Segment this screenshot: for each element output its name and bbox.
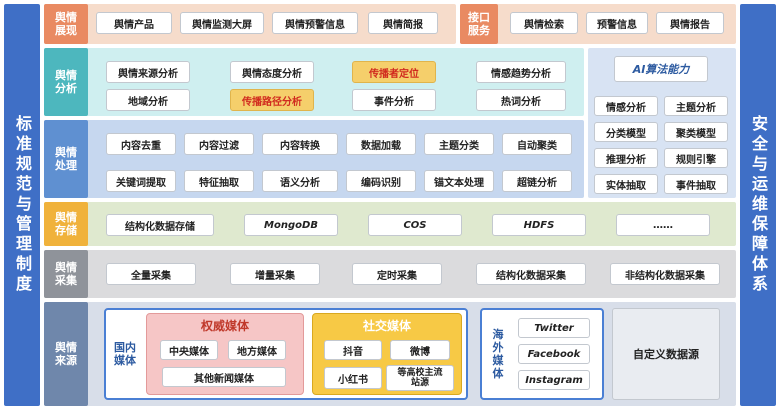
ai-inference: 推理分析 [594,148,658,168]
ai-panel-title: AI算法能力 [614,56,708,82]
ai-cluster-model: 聚类模型 [664,122,728,142]
analysis-hotword: 热词分析 [476,89,566,111]
ai-topic: 主题分析 [664,96,728,116]
analysis-source: 舆情来源分析 [106,61,190,83]
storage-hdfs: HDFS [492,214,586,236]
processing-auto-cluster: 自动聚类 [502,133,572,155]
processing-encoding: 编码识别 [346,170,416,192]
storage-cos: COS [368,214,462,236]
interface-item-report: 舆情报告 [656,12,724,34]
ai-sentiment: 情感分析 [594,96,658,116]
social-media-title: 社交媒体 [362,319,411,333]
ai-rule-engine: 规则引擎 [664,148,728,168]
storage-more: …… [616,214,710,236]
authority-local: 地方媒体 [228,340,286,360]
social-university-sites: 等高校主流 站源 [386,365,454,391]
processing-keyword: 关键词提取 [106,170,176,192]
processing-dedup: 内容去重 [106,133,176,155]
analysis-spread-path: 传播路径分析 [230,89,314,111]
processing-feature: 特征抽取 [184,170,254,192]
processing-hyperlink: 超链分析 [502,170,572,192]
overseas-twitter: Twitter [518,318,590,338]
authority-media-title: 权威媒体 [200,319,249,333]
social-douyin: 抖音 [324,340,382,360]
collection-full: 全量采集 [106,263,196,285]
standards-management-column: 标准规范与管理制度 [4,4,40,406]
display-item-product: 舆情产品 [96,12,172,34]
analysis-region: 地域分析 [106,89,190,111]
ai-classify-model: 分类模型 [594,122,658,142]
domestic-media-label: 国内 媒体 [114,341,136,367]
analysis-label: 舆情 分析 [44,48,88,116]
analysis-sentiment-trend: 情感趋势分析 [476,61,566,83]
collection-incremental: 增量采集 [230,263,320,285]
overseas-facebook: Facebook [518,344,590,364]
authority-other-news: 其他新闻媒体 [162,367,286,387]
ai-entity-extract: 实体抽取 [594,174,658,194]
authority-central: 中央媒体 [160,340,218,360]
display-item-briefing: 舆情简报 [368,12,438,34]
ai-event-extract: 事件抽取 [664,174,728,194]
processing-label: 舆情 处理 [44,120,88,198]
storage-structured: 结构化数据存储 [106,214,214,236]
processing-semantic: 语义分析 [262,170,338,192]
security-ops-column: 安全与运维保障体系 [740,4,776,406]
storage-mongodb: MongoDB [244,214,338,236]
custom-data-source: 自定义数据源 [612,308,720,400]
overseas-media-label: 海 外 媒 体 [492,328,504,380]
collection-label: 舆情 采集 [44,250,88,298]
analysis-spreader-locate: 传播者定位 [352,61,436,83]
analysis-attitude: 舆情态度分析 [230,61,314,83]
overseas-instagram: Instagram [518,370,590,390]
collection-scheduled: 定时采集 [352,263,442,285]
interface-item-search: 舆情检索 [510,12,578,34]
social-xiaohongshu: 小红书 [324,367,382,389]
analysis-event: 事件分析 [352,89,436,111]
processing-load: 数据加载 [346,133,416,155]
display-label: 舆情 展现 [44,4,88,44]
display-item-dashboard: 舆情监测大屏 [180,12,264,34]
display-item-alerts: 舆情预警信息 [272,12,358,34]
processing-filter: 内容过滤 [184,133,254,155]
collection-unstructured: 非结构化数据采集 [610,263,720,285]
processing-anchor-text: 锚文本处理 [424,170,494,192]
interface-label: 接口 服务 [460,4,498,44]
collection-structured: 结构化数据采集 [476,263,586,285]
processing-topic-classify: 主题分类 [424,133,494,155]
social-weibo: 微博 [390,340,450,360]
processing-convert: 内容转换 [262,133,338,155]
interface-item-alerts: 预警信息 [586,12,648,34]
source-label: 舆情 来源 [44,302,88,406]
storage-label: 舆情 存储 [44,202,88,246]
